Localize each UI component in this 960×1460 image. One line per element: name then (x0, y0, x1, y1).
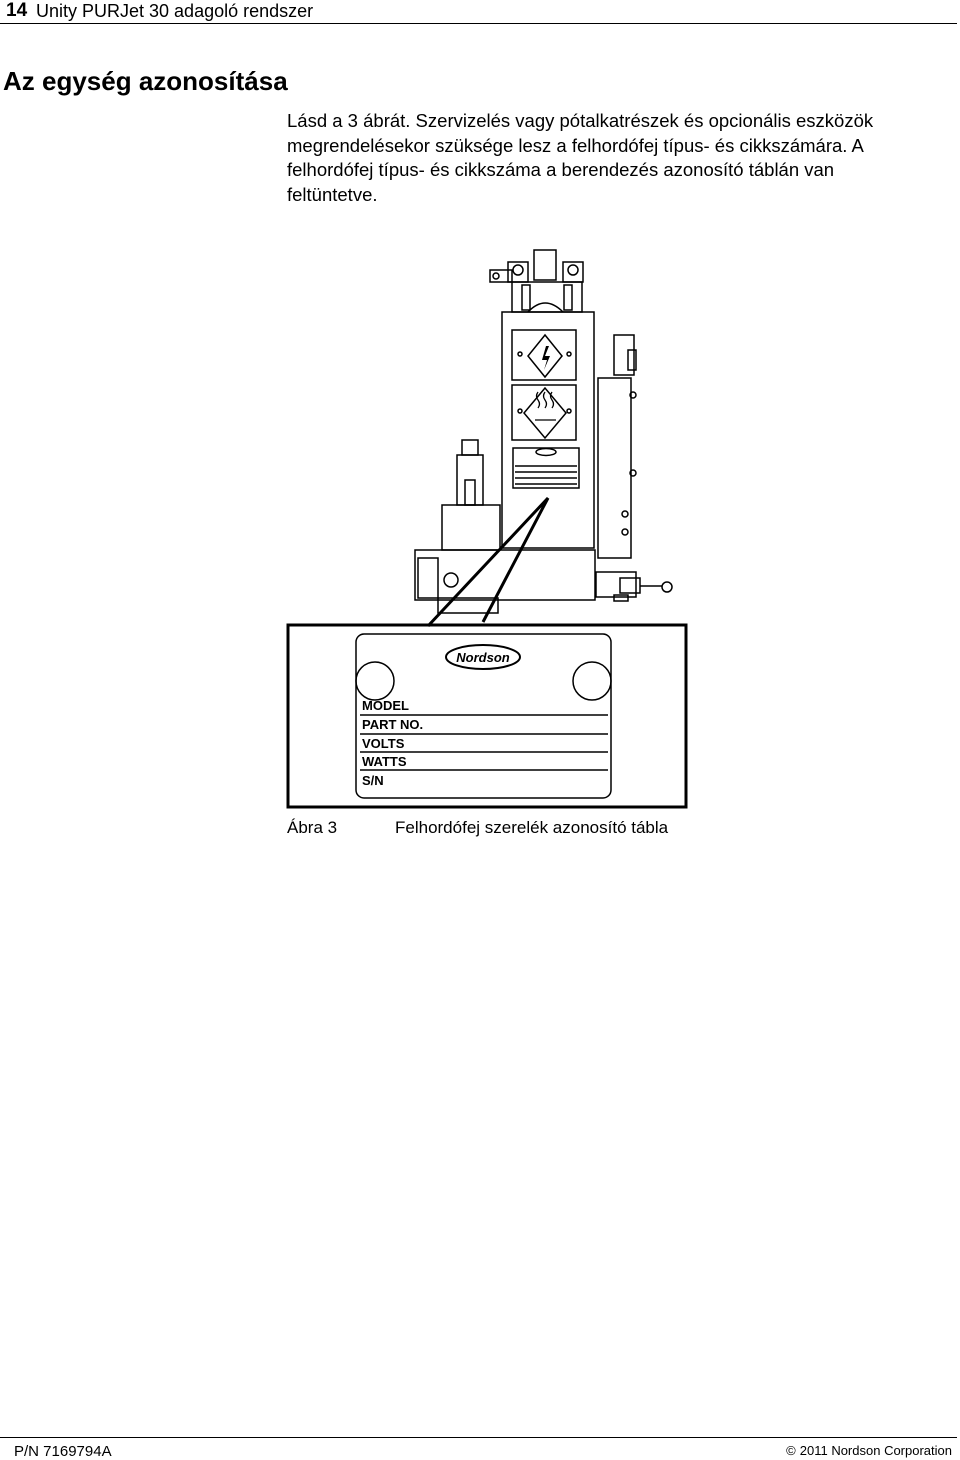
plate-field-volts: VOLTS (362, 736, 405, 751)
page-number: 14 (6, 0, 28, 21)
plate-field-part-no: PART NO. (362, 717, 423, 732)
page-header: 14 Unity PURJet 30 adagoló rendszer (0, 0, 960, 24)
plate-field-watts: WATTS (362, 754, 407, 769)
callout-box (286, 623, 688, 809)
footer-part-number: P/N 7169794A (14, 1443, 112, 1460)
figure-caption: Felhordófej szerelék azonosító tábla (395, 818, 669, 837)
callout-wedge (426, 496, 550, 628)
footer-rule (0, 1437, 957, 1438)
figure-label: Ábra 3 (287, 818, 338, 837)
top-fitting-mid (533, 249, 557, 281)
copyright-text: 2011 Nordson Corporation (799, 1443, 952, 1458)
applicator-head-figure: Nordson MODEL PART NO. VOLTS WATTS S/N (286, 249, 688, 809)
main-body (501, 311, 595, 549)
footer-copyright: ©2011 Nordson Corporation (786, 1443, 952, 1458)
plate-field-sn: S/N (362, 773, 384, 788)
nordson-logo-oval (445, 644, 521, 670)
plate-field-model: MODEL (362, 698, 409, 713)
section-title: Az egység azonosítása (3, 66, 288, 96)
running-title: Unity PURJet 30 adagoló rendszer (36, 1, 314, 21)
header-rule (0, 23, 957, 24)
copyright-symbol: © (786, 1443, 796, 1458)
mounting-plate (597, 377, 632, 559)
electrical-hazard-icon (542, 346, 550, 370)
large-id-plate (355, 633, 612, 799)
body-paragraph: Lásd a 3 ábrát. Szervizelés vagy pótalka… (287, 110, 874, 205)
plate-brand: Nordson (456, 650, 510, 665)
small-id-plate (512, 447, 580, 489)
top-fitting-left (489, 269, 513, 283)
hot-surface-icon (535, 391, 556, 421)
